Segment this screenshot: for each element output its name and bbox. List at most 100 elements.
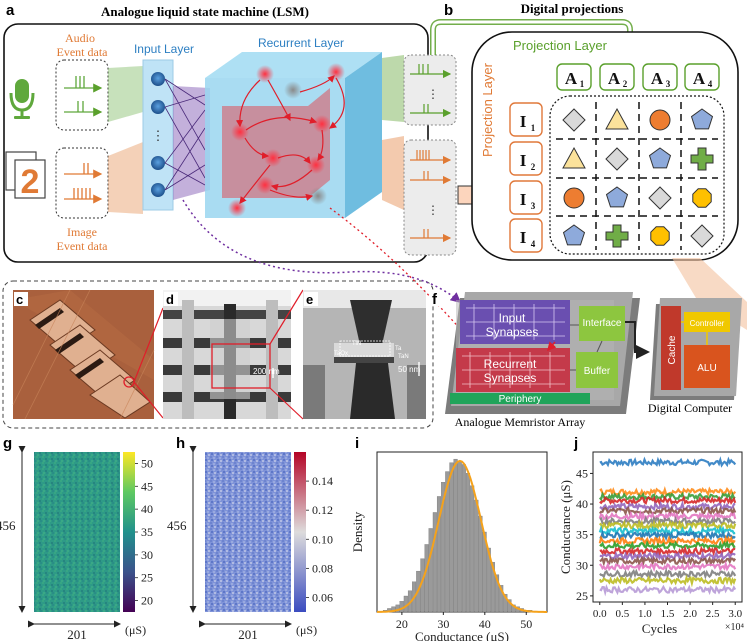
layer-label-ta: Ta [395, 346, 402, 352]
panel-letter-c: c [16, 292, 23, 307]
histogram-bar [436, 496, 442, 613]
projection-grid-frame [549, 95, 725, 255]
scale-bar-e: 50 nm [398, 365, 421, 374]
recurrent-to-chip-link [329, 207, 471, 341]
panel-letter-b: b [444, 2, 453, 19]
projection-feedback-arrow-inner [431, 20, 632, 55]
x-tick-label: 20 [396, 617, 408, 631]
recurrent-neuron [256, 176, 274, 194]
y-size-label: 456 [0, 518, 16, 533]
conductance-series [598, 560, 737, 573]
row-header-subscript: 1 [531, 123, 536, 133]
recurrent-neuron [309, 187, 327, 205]
buffer-label: Buffer [584, 366, 611, 377]
layer-label-tin: TiN [352, 341, 361, 347]
panel-a-title: Analogue liquid state machine (LSM) [101, 4, 309, 19]
conductance-series [599, 529, 736, 542]
audio-projection-funnel [382, 55, 404, 122]
histogram-bar [478, 515, 483, 613]
recurrent-neuron [313, 115, 331, 133]
alu-label: ALU [697, 363, 716, 374]
column-header-letter: A [608, 69, 621, 88]
conductance-series [598, 505, 737, 517]
projection-layer-side-label: Projection Layer [480, 62, 495, 157]
alu-block [684, 345, 730, 388]
colorbar-tick-label: 20 [141, 594, 153, 608]
scale-bar-d: 200 nm [253, 367, 280, 376]
y-axis-label: Density [350, 511, 365, 552]
bottom-charts: g50454035302520(μS)201456h0.140.120.100.… [0, 435, 744, 641]
colorbar-tick-label: 45 [141, 479, 153, 493]
image-projection-spikes [410, 150, 452, 243]
column-header-subscript: 3 [666, 79, 671, 89]
input-connections [164, 78, 206, 191]
projection-layer-top-label: Projection Layer [513, 38, 608, 53]
conductance-series [599, 583, 737, 597]
histogram-bar [470, 485, 475, 613]
input-connection-fan [173, 86, 210, 200]
recurrent-neuron [256, 65, 274, 83]
x-size-label: 201 [67, 627, 87, 641]
image-projection-box [403, 139, 457, 256]
panel-letter-h: h [176, 435, 185, 452]
y-tick-label: 25 [576, 589, 588, 603]
projection-grid-shapes [562, 107, 714, 248]
x-multiplier: ×10⁴ [725, 622, 745, 633]
y-tick-label: 45 [576, 466, 588, 480]
x-tick-label: 1.5 [661, 608, 675, 620]
diamond-grey-shape [562, 108, 586, 132]
input-layer-label: Input Layer [134, 42, 194, 56]
x-axis-label: Conductance (μS) [415, 629, 509, 641]
y-tick-label: 40 [576, 497, 588, 511]
column-header-subscript: 2 [623, 79, 628, 89]
x-size-label: 201 [238, 627, 258, 641]
audio-event-box [55, 59, 109, 131]
diamond-grey-shape [690, 224, 714, 248]
tem-image-e-features [303, 290, 426, 419]
panel-f: f Input Synapses Recurr [430, 291, 742, 429]
conductance-series [598, 519, 737, 532]
panel-letter-e-bg [304, 292, 318, 306]
panel-letter-f: f [432, 291, 438, 308]
conductance-series [598, 574, 737, 588]
histogram-bar [399, 601, 404, 613]
optical-micrograph-features [12, 289, 155, 420]
x-tick-label: 50 [520, 617, 532, 631]
x-tick-label: 40 [479, 617, 491, 631]
audio-event-label: Event data [57, 45, 109, 59]
recurrent-neuron [284, 81, 302, 99]
audio-projection-spikes [410, 64, 452, 118]
conductance-series [599, 567, 737, 580]
column-header-box [684, 63, 720, 91]
tem-image-d-features [163, 290, 291, 419]
column-header-subscript: 4 [708, 79, 713, 89]
cube-side [345, 52, 382, 218]
conductance-series [599, 539, 736, 551]
colorbar-tick-label: 25 [141, 571, 153, 585]
digit-card-icon: 2 [5, 151, 46, 201]
panel-letter-a: a [6, 2, 15, 19]
recurrent-layer-label: Recurrent Layer [258, 36, 344, 50]
x-tick-label: 0.0 [593, 608, 607, 620]
input-ellipsis: ⋮ [152, 128, 165, 143]
recurrent-neuron [228, 199, 246, 217]
gaussian-fit-line [377, 459, 547, 613]
row-header-subscript: 2 [531, 162, 536, 172]
cross-green-shape [690, 147, 714, 171]
input-neuron [151, 72, 165, 86]
periphery-block [450, 393, 590, 404]
panel-letter-e: e [306, 292, 313, 307]
histogram-bar [465, 473, 471, 613]
panel-letter-j: j [573, 435, 578, 452]
colorbar-tick-label: 0.10 [312, 532, 333, 546]
column-header-box [599, 63, 635, 91]
triangle-yellow-shape [562, 146, 586, 169]
interface-block [579, 306, 625, 341]
column-header-letter: A [693, 69, 706, 88]
layer-label-taox: TaOx [334, 351, 348, 357]
recurrent-synapses [235, 75, 345, 204]
zoom-lines-c-d [133, 307, 164, 419]
image-label: Image [67, 225, 97, 239]
